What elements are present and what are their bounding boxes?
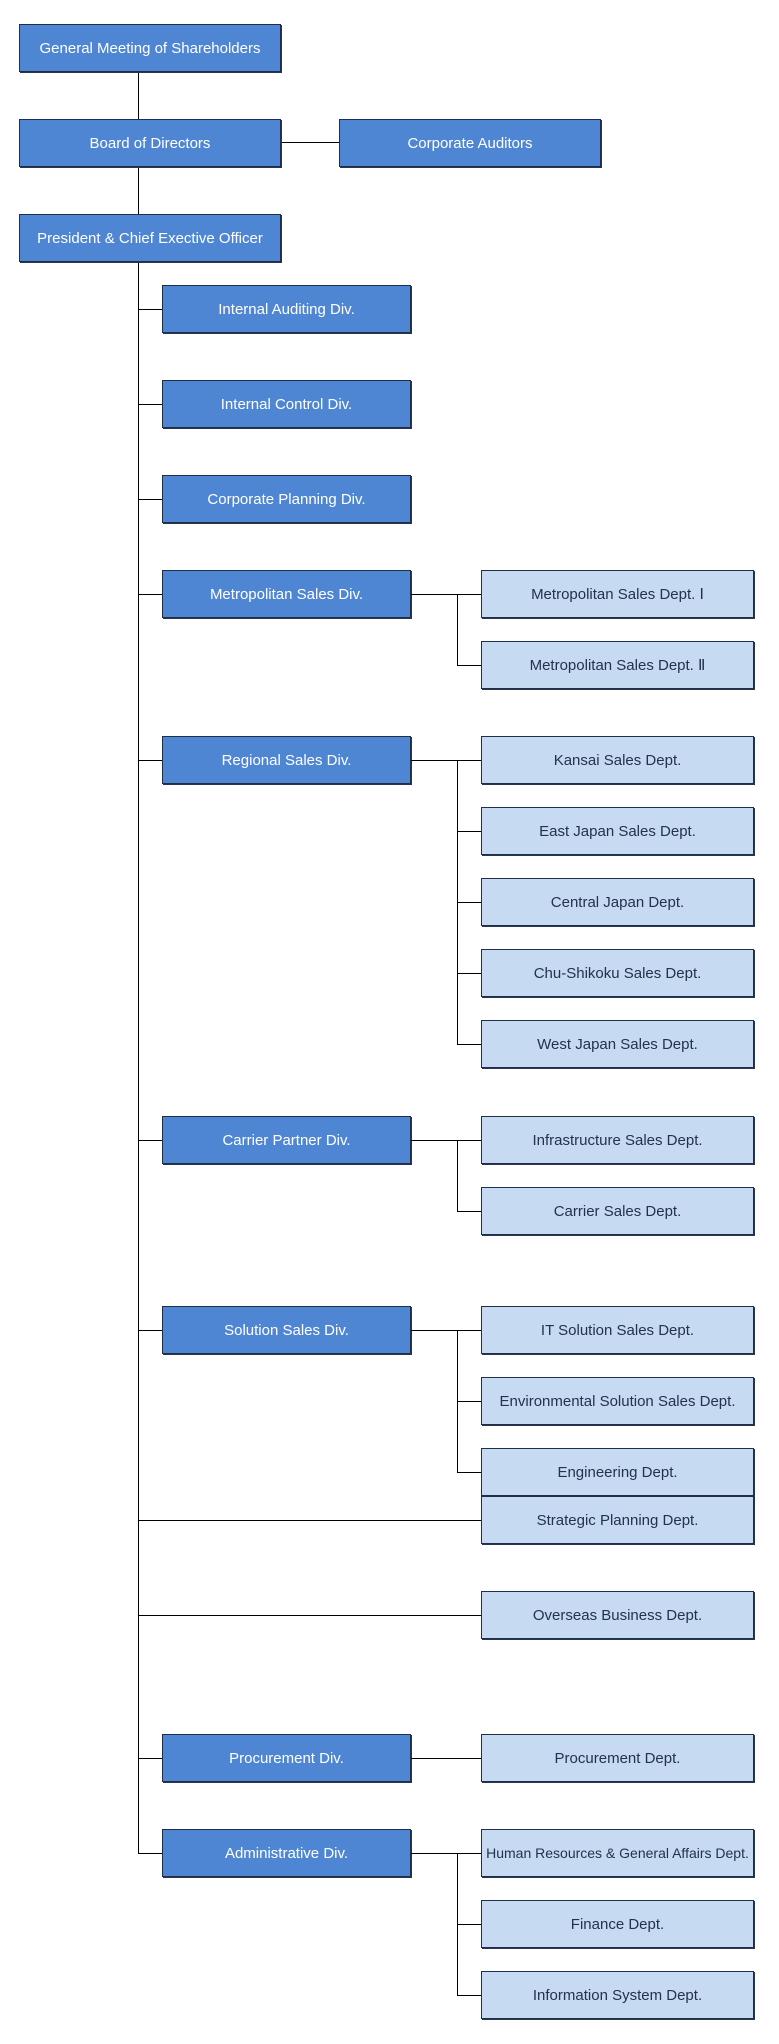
connector-line [457,665,481,666]
department-box: Information System Dept. [481,1971,754,2019]
department-box: Engineering Dept. [481,1448,754,1496]
connector-line [138,499,162,500]
connector-line [457,973,481,974]
connector-line [138,1520,481,1521]
department-box: Environmental Solution Sales Dept. [481,1377,754,1425]
president-ceo-box: President & Chief Exective Officer [19,214,281,262]
department-box: Infrastructure Sales Dept. [481,1116,754,1164]
connector-line [138,71,139,119]
division-box: Solution Sales Div. [162,1306,411,1354]
department-box: East Japan Sales Dept. [481,807,754,855]
connector-line [138,1758,162,1759]
connector-line [457,1044,481,1045]
connector-line [411,1853,481,1854]
department-box: Finance Dept. [481,1900,754,1948]
department-box: Procurement Dept. [481,1734,754,1782]
connector-line [138,1615,481,1616]
division-box: Corporate Planning Div. [162,475,411,523]
division-box: Metropolitan Sales Div. [162,570,411,618]
connector-line [457,831,481,832]
connector-line [138,1330,162,1331]
connector-line [411,1330,481,1331]
connector-line [457,1401,481,1402]
division-box: Regional Sales Div. [162,736,411,784]
connector-line [138,166,139,214]
connector-line [457,1140,458,1212]
division-box: Administrative Div. [162,1829,411,1877]
department-box: IT Solution Sales Dept. [481,1306,754,1354]
connector-line [138,1853,162,1854]
connector-line [138,760,162,761]
connector-line [280,142,339,143]
connector-line [457,1472,481,1473]
connector-line [411,760,481,761]
connector-line [138,309,162,310]
connector-line [138,594,162,595]
connector-line [411,594,481,595]
connector-line [138,1140,162,1141]
department-box: Metropolitan Sales Dept. Ⅰ [481,570,754,618]
department-box: Central Japan Dept. [481,878,754,926]
connector-line [457,1924,481,1925]
corporate-auditors-box: Corporate Auditors [339,119,601,167]
department-box: Kansai Sales Dept. [481,736,754,784]
connector-line [411,1140,481,1141]
division-box: Internal Auditing Div. [162,285,411,333]
connector-line [457,1995,481,1996]
department-box: Strategic Planning Dept. [481,1496,754,1544]
connector-line [138,261,139,1853]
connector-line [457,902,481,903]
department-box: Chu-Shikoku Sales Dept. [481,949,754,997]
department-box: Human Resources & General Affairs Dept. [481,1829,754,1877]
connector-line [411,1758,481,1759]
connector-line [138,404,162,405]
division-box: Carrier Partner Div. [162,1116,411,1164]
division-box: Procurement Div. [162,1734,411,1782]
board-of-directors-box: Board of Directors [19,119,281,167]
department-box: West Japan Sales Dept. [481,1020,754,1068]
division-box: Internal Control Div. [162,380,411,428]
department-box: Metropolitan Sales Dept. Ⅱ [481,641,754,689]
department-box: Carrier Sales Dept. [481,1187,754,1235]
shareholders-box: General Meeting of Shareholders [19,24,281,72]
connector-line [457,1211,481,1212]
department-box: Overseas Business Dept. [481,1591,754,1639]
connector-line [457,594,458,666]
